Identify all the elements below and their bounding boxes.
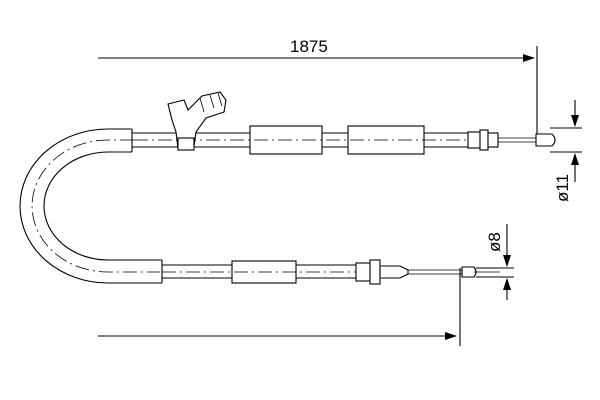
upper-nut [467,131,481,149]
lower-nipple [461,266,477,278]
d11-value: ø11 [553,174,572,202]
diameter-8-dimension: ø8 [476,224,514,300]
d8-value: ø8 [485,232,504,252]
sheath-inner-edge [43,151,162,261]
length-value: 1875 [290,37,328,56]
upper-ferrule [487,132,499,148]
sheath-outer-edge [19,128,162,284]
bracket-body [167,91,227,149]
length-dimension: 1875 [98,37,538,140]
diameter-11-dimension: ø11 [550,100,582,202]
mounting-bracket [167,91,227,151]
upper-collar [479,129,489,151]
lower-cable-run [162,260,360,284]
lower-end-fitting [355,259,500,285]
cable-sheath [19,128,163,284]
upper-nipple [535,133,556,147]
bracket-clip [177,137,195,151]
bottom-dimension [98,268,461,346]
sheath-centerline [31,139,160,273]
bracket-ribs [199,92,223,113]
lower-ferrule [379,265,409,279]
upper-end-fitting [467,129,556,151]
lower-nut [355,262,371,282]
lower-collar [369,259,381,285]
